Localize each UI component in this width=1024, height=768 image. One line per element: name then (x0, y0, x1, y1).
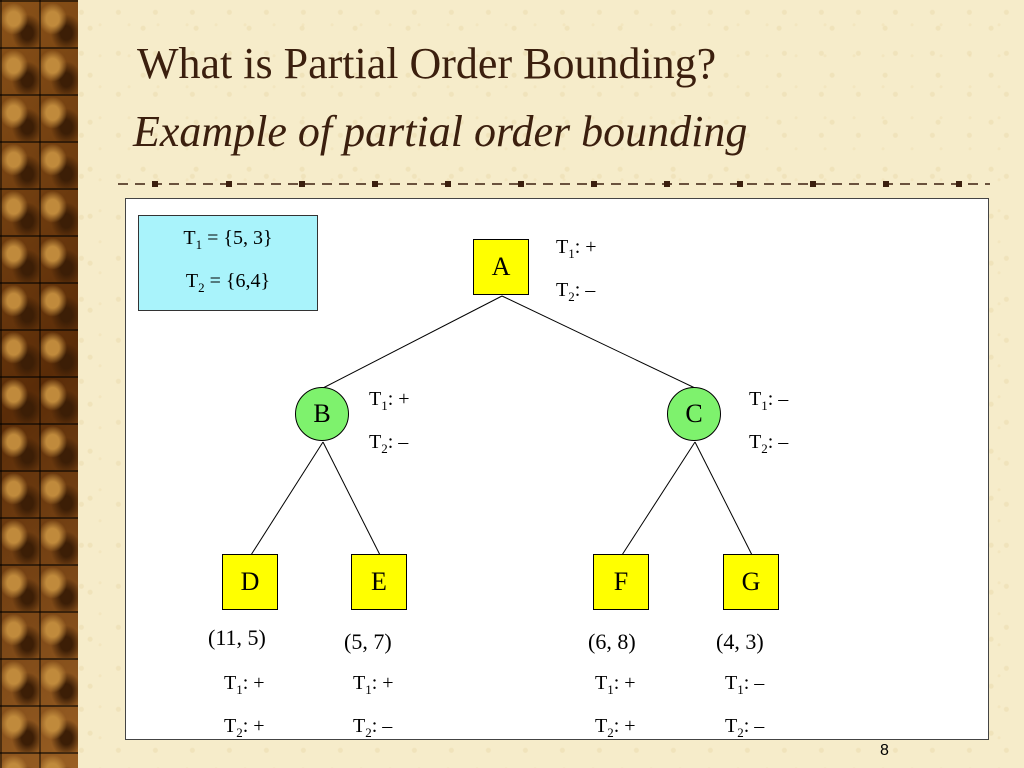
page-number: 8 (880, 742, 889, 759)
node-b[interactable]: B (295, 387, 349, 441)
tree-diagram-panel: T1 = {5, 3} T2 = {6,4} A T1: + T2: – B T… (125, 198, 989, 740)
node-e-values: (5, 7) (344, 629, 392, 654)
node-e-annotations: T1: + T2: – (353, 672, 394, 740)
node-b-annotations: T1: + T2: – (369, 388, 410, 456)
node-a-annotations: T1: + T2: – (556, 236, 597, 304)
node-f-annotations: T1: + T2: + (595, 672, 636, 740)
node-d-values: (11, 5) (208, 625, 266, 650)
edge-b-e (322, 441, 381, 556)
node-g-values: (4, 3) (716, 629, 764, 654)
node-d-annotations: T1: + T2: + (224, 672, 265, 740)
edge-a-c (501, 295, 696, 389)
node-e[interactable]: E (351, 554, 407, 610)
node-d[interactable]: D (222, 554, 278, 610)
edge-b-d (250, 441, 324, 556)
node-g[interactable]: G (723, 554, 779, 610)
slide-title: What is Partial Order Bounding? (137, 39, 717, 88)
tree-edges (250, 295, 753, 556)
edge-c-f (621, 441, 696, 556)
title-divider (118, 181, 990, 187)
set-line-t2: T2 = {6,4} (185, 270, 271, 295)
set-definition-box: T1 = {5, 3} T2 = {6,4} (138, 215, 318, 311)
node-g-annotations: T1: – T2: – (725, 672, 765, 740)
node-f[interactable]: F (593, 554, 649, 610)
node-c-annotations: T1: – T2: – (749, 388, 789, 456)
slide-subtitle: Example of partial order bounding (133, 107, 748, 156)
set-line-t1: T1 = {5, 3} (183, 227, 273, 252)
edge-c-g (694, 441, 753, 556)
node-a[interactable]: A (473, 239, 529, 295)
node-c[interactable]: C (667, 387, 721, 441)
edge-a-b (322, 295, 503, 389)
node-f-values: (6, 8) (588, 629, 636, 654)
decorative-side-strip (0, 0, 78, 768)
